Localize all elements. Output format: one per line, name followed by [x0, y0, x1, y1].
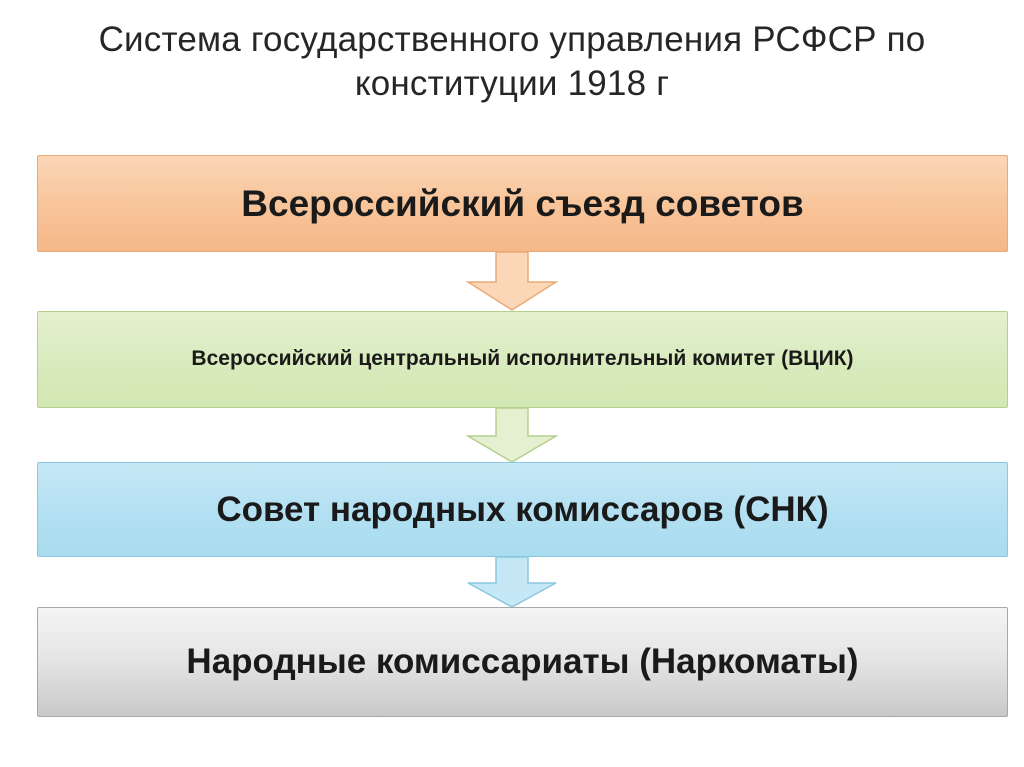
diagram-node-label: Народные комиссариаты (Наркоматы) [186, 642, 859, 681]
arrow-congress-to-vtsik [466, 252, 558, 312]
arrow-snk-to-narkomaty [466, 557, 558, 609]
diagram-node-congress[interactable]: Всероссийский съезд советов [37, 155, 1008, 252]
diagram-node-label: Всероссийский съезд советов [241, 182, 804, 224]
diagram-node-label: Всероссийский центральный исполнительный… [191, 347, 854, 371]
diagram-node-snk[interactable]: Совет народных комиссаров (СНК) [37, 462, 1008, 557]
diagram-node-label: Совет народных комиссаров (СНК) [216, 489, 829, 529]
diagram-node-vtsik[interactable]: Всероссийский центральный исполнительный… [37, 311, 1008, 408]
diagram-node-narkomaty[interactable]: Народные комиссариаты (Наркоматы) [37, 607, 1008, 717]
page-title: Система государственного управления РСФС… [98, 20, 926, 103]
arrow-vtsik-to-snk [466, 408, 558, 464]
